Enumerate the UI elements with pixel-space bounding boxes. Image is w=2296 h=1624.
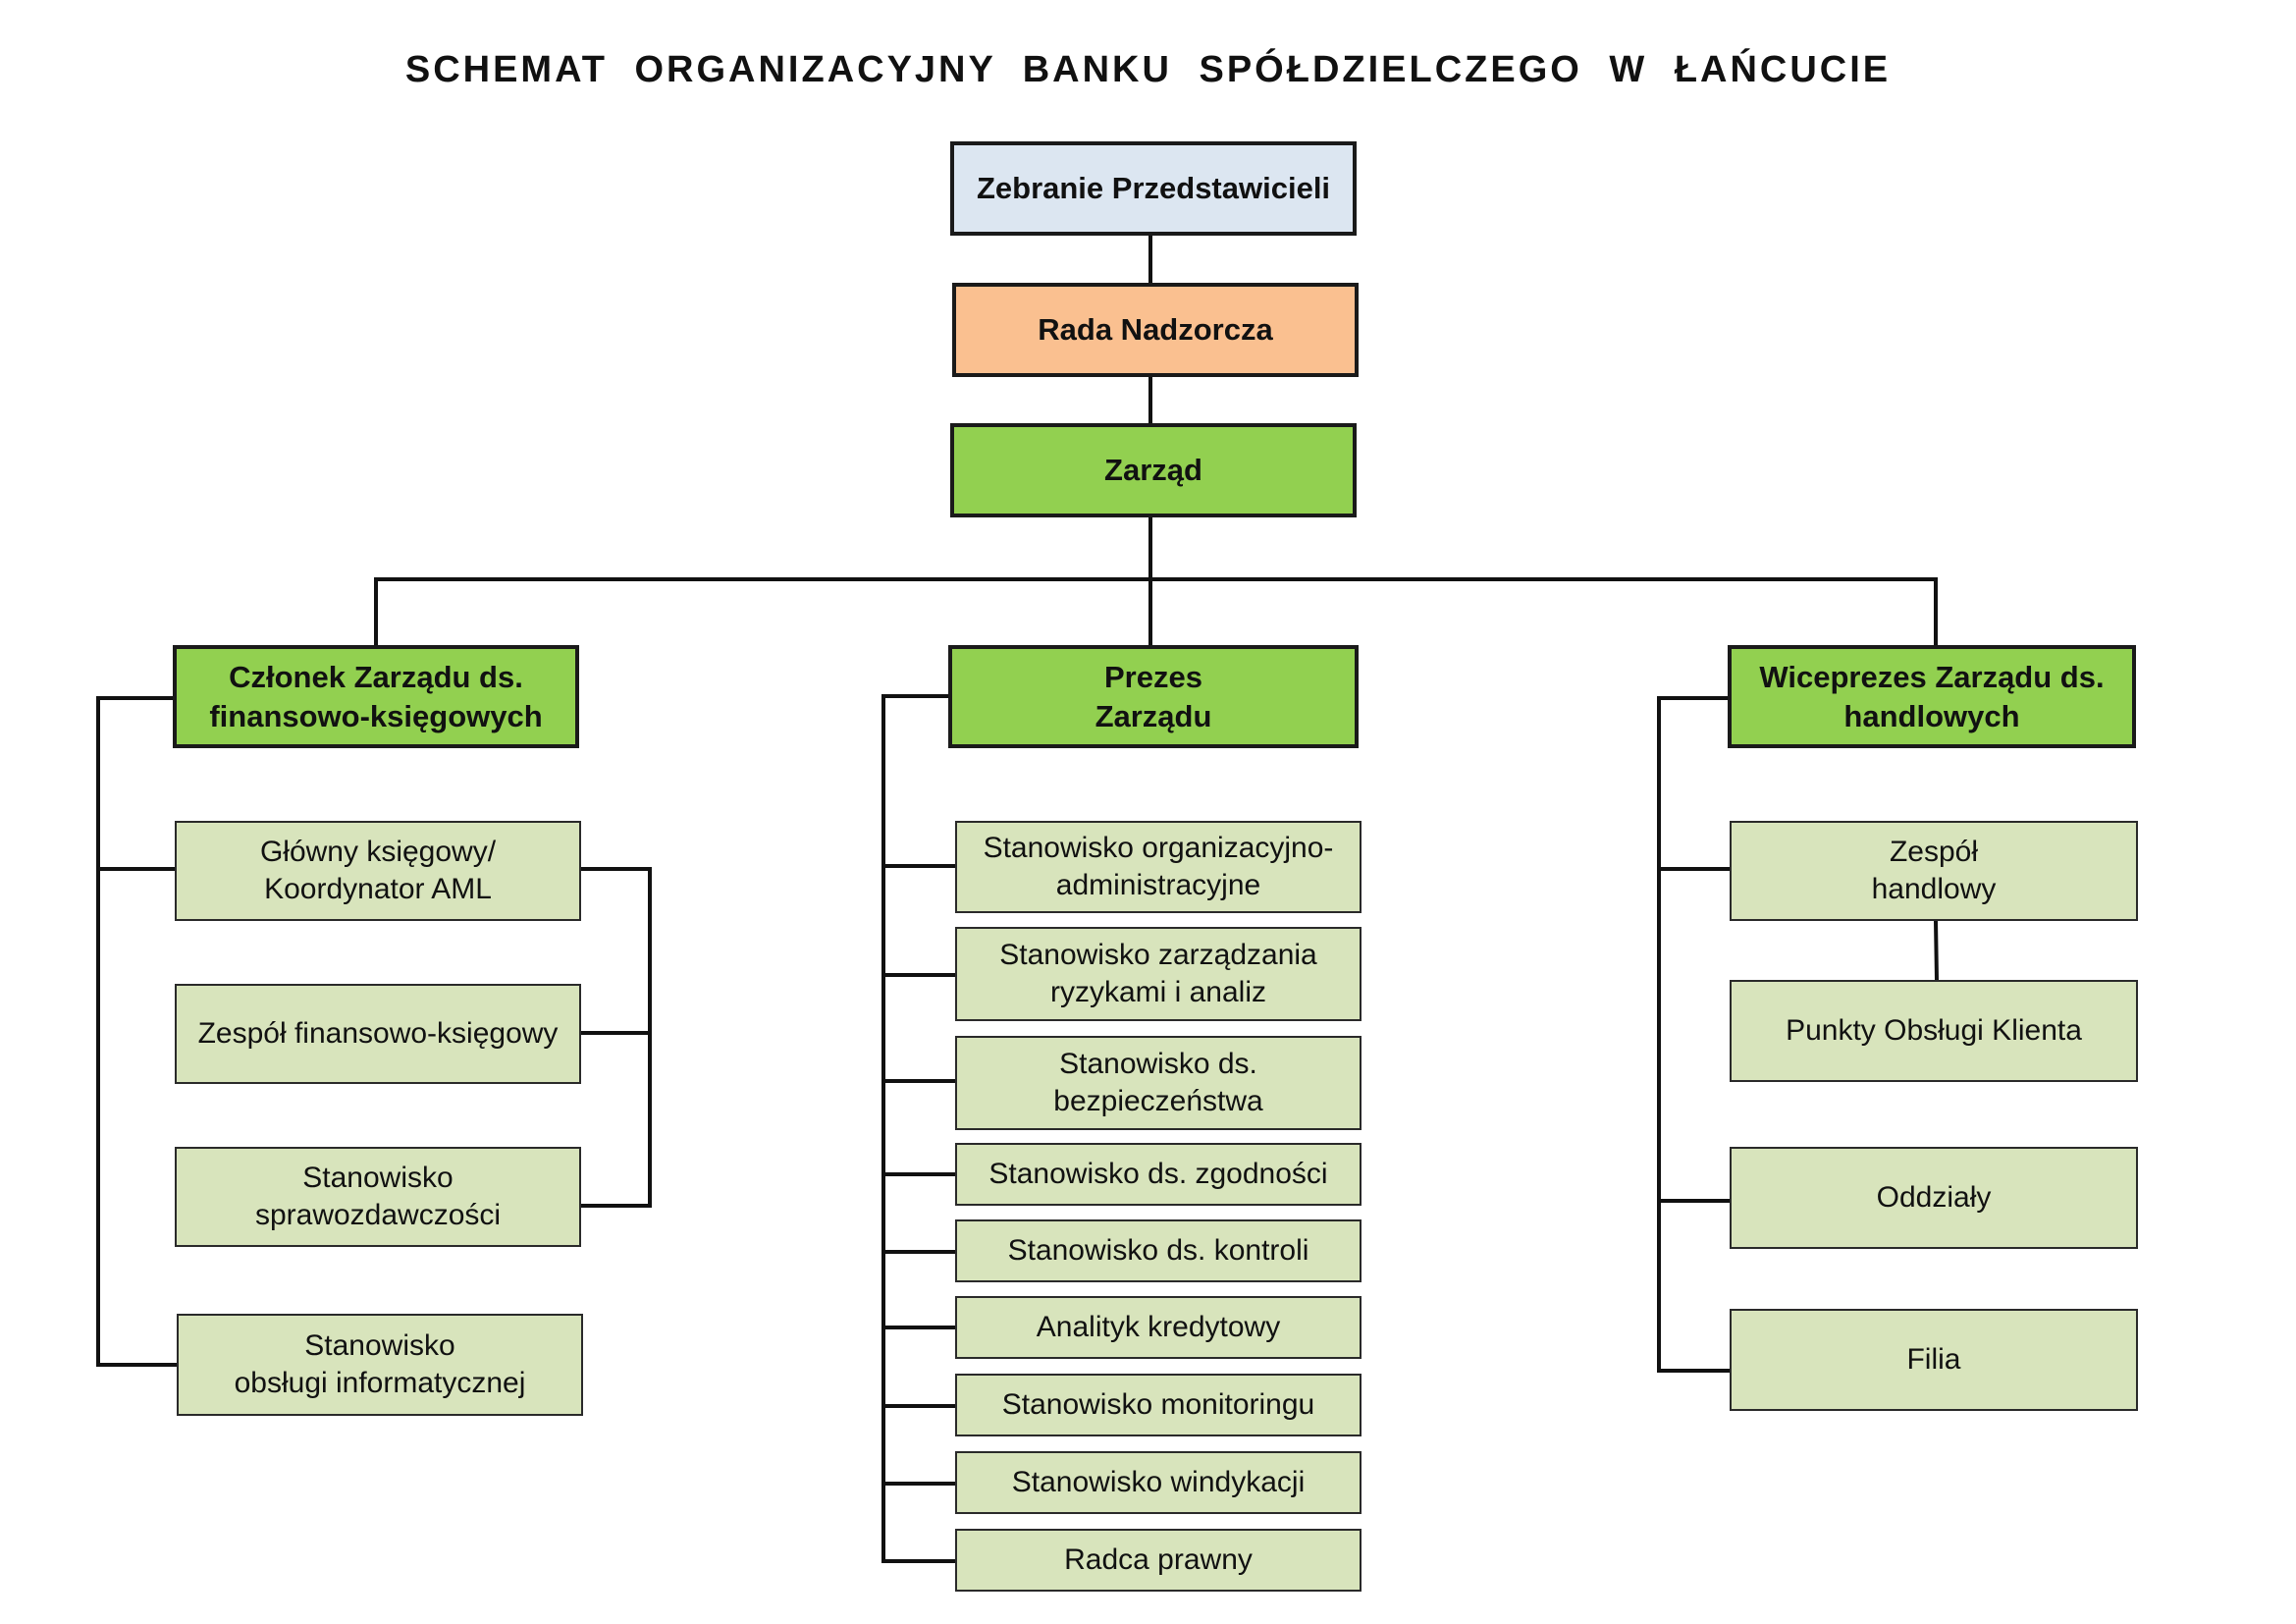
box-stanowisko-monitoringu: Stanowisko monitoringu bbox=[955, 1374, 1362, 1436]
box-label-line: Stanowisko bbox=[302, 1161, 454, 1194]
box-stanowisko-obslugi-informatycznej: Stanowisko obsługi informatycznej bbox=[177, 1314, 583, 1416]
box-oddzialy: Oddziały bbox=[1730, 1147, 2138, 1249]
box-label-line: obsługi informatycznej bbox=[234, 1367, 526, 1399]
page-title: SCHEMAT ORGANIZACYJNY BANKU SPÓŁDZIELCZE… bbox=[404, 49, 1892, 90]
box-label-line: Stanowisko ds. kontroli bbox=[1007, 1233, 1309, 1267]
box-zespol-handlowy: Zespół handlowy bbox=[1730, 821, 2138, 921]
box-prezes-zarzadu: Prezes Zarządu bbox=[948, 645, 1359, 748]
box-radca-prawny: Radca prawny bbox=[955, 1529, 1362, 1592]
box-label-line: Radca prawny bbox=[1064, 1543, 1253, 1576]
box-label-line: Zespół finansowo-księgowy bbox=[197, 1016, 559, 1050]
box-stanowisko-organizacyjno-administracyjne: Stanowisko organizacyjno- administracyjn… bbox=[955, 821, 1362, 913]
box-label-line: handlowych bbox=[1843, 698, 2020, 733]
box-punkty-obslugi-klienta: Punkty Obsługi Klienta bbox=[1730, 980, 2138, 1082]
box-stanowisko-zarzadzania-ryzykami: Stanowisko zarządzania ryzykami i analiz bbox=[955, 927, 1362, 1021]
box-label-line: Oddziały bbox=[1876, 1180, 1992, 1214]
box-zebranie-przedstawicieli: Zebranie Przedstawicieli bbox=[950, 141, 1357, 236]
box-label-line: administracyjne bbox=[1055, 869, 1261, 901]
box-label-line: Prezes bbox=[1104, 659, 1202, 694]
box-label-line: Wiceprezes Zarządu ds. bbox=[1759, 659, 2105, 694]
box-label-line: Stanowisko organizacyjno- bbox=[983, 831, 1334, 864]
box-zarzad: Zarząd bbox=[950, 423, 1357, 517]
box-label-line: Koordynator AML bbox=[264, 873, 492, 905]
box-stanowisko-sprawozdawczosci: Stanowisko sprawozdawczości bbox=[175, 1147, 581, 1247]
box-label: Zebranie Przedstawicieli bbox=[976, 171, 1331, 206]
box-label-line: Zarządu bbox=[1095, 698, 1212, 733]
box-label-line: Filia bbox=[1906, 1342, 1961, 1376]
box-label-line: Stanowisko windykacji bbox=[1011, 1465, 1306, 1498]
box-label-line: Stanowisko bbox=[304, 1328, 455, 1362]
connector bbox=[1933, 918, 1940, 983]
box-label-line: Stanowisko ds. bbox=[1059, 1047, 1257, 1080]
box-label-line: finansowo-księgowych bbox=[209, 698, 543, 733]
box-label-line: handlowy bbox=[1871, 873, 1997, 905]
box-label-line: Punkty Obsługi Klienta bbox=[1786, 1013, 2082, 1047]
box-label: Rada Nadzorcza bbox=[1038, 312, 1273, 348]
box-zespol-finansowo-ksiegowy: Zespół finansowo-księgowy bbox=[175, 984, 581, 1084]
box-stanowisko-kontroli: Stanowisko ds. kontroli bbox=[955, 1219, 1362, 1282]
box-stanowisko-bezpieczenstwa: Stanowisko ds. bezpieczeństwa bbox=[955, 1036, 1362, 1130]
box-filia: Filia bbox=[1730, 1309, 2138, 1411]
box-analityk-kredytowy: Analityk kredytowy bbox=[955, 1296, 1362, 1359]
box-label-line: Członek Zarządu ds. bbox=[229, 659, 523, 694]
box-wiceprezes-zarzadu: Wiceprezes Zarządu ds. handlowych bbox=[1728, 645, 2136, 748]
box-label-line: ryzykami i analiz bbox=[1049, 976, 1267, 1008]
box-czlonek-zarzadu: Członek Zarządu ds. finansowo-księgowych bbox=[173, 645, 579, 748]
box-label-line: Zespół bbox=[1889, 835, 1979, 868]
box-label: Zarząd bbox=[1104, 453, 1202, 488]
box-label-line: Stanowisko monitoringu bbox=[1001, 1387, 1315, 1421]
box-label-line: sprawozdawczości bbox=[254, 1199, 502, 1231]
box-label-line: Główny księgowy/ bbox=[259, 835, 497, 868]
box-label-line: Analityk kredytowy bbox=[1036, 1310, 1281, 1343]
box-glowny-ksiegowy: Główny księgowy/ Koordynator AML bbox=[175, 821, 581, 921]
box-rada-nadzorcza: Rada Nadzorcza bbox=[952, 283, 1359, 377]
box-label-line: Stanowisko ds. zgodności bbox=[988, 1157, 1328, 1190]
box-label-line: Stanowisko zarządzania bbox=[999, 938, 1317, 971]
box-stanowisko-zgodnosci: Stanowisko ds. zgodności bbox=[955, 1143, 1362, 1206]
box-stanowisko-windykacji: Stanowisko windykacji bbox=[955, 1451, 1362, 1514]
box-label-line: bezpieczeństwa bbox=[1053, 1085, 1263, 1117]
